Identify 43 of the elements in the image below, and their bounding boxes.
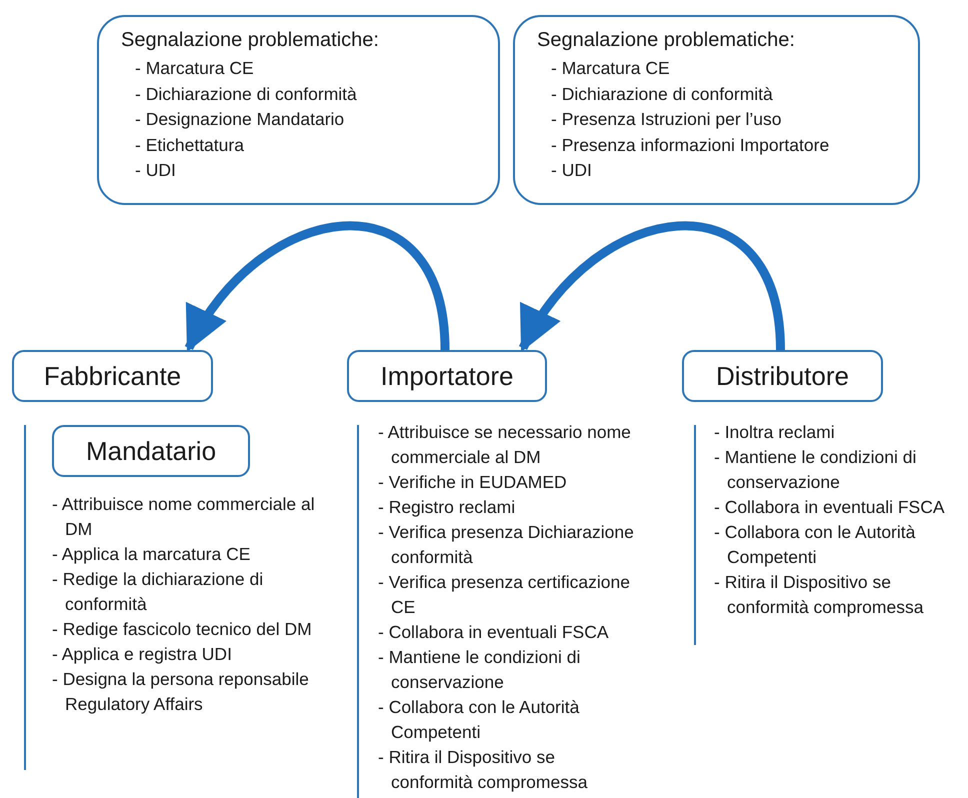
list-item: - Designa la persona reponsabile Regulatory Affairs (52, 668, 310, 716)
list-item: - Collabora in eventuali FSCA (378, 621, 610, 644)
list-item: - Marcatura CE (550, 57, 671, 80)
list-item: - Collabora in eventuali FSCA (714, 496, 946, 519)
list-item: - Verifica presenza Dichiarazione conformità (378, 521, 635, 569)
list-item: - Dichiarazione di conformità (134, 82, 358, 106)
role-box (682, 350, 883, 402)
list-item: - Ritira il Dispositivo se conformità compromessa (714, 571, 924, 619)
list-item: - Applica la marcatura CE (52, 543, 252, 566)
role-title: Distributore (716, 360, 849, 392)
list-item: - Presenza informazioni Importatore (550, 134, 830, 157)
list-item: - Ritira il Dispositivo se conformità compromessa (378, 746, 588, 794)
role-title: Importatore (380, 360, 514, 392)
role-title: Mandatario (86, 436, 216, 466)
list-item: - Collabora con le Autorità Competenti (714, 521, 916, 569)
list-item: - Verifica presenza certificazione CE (378, 571, 631, 619)
list-item: - Registro reclami (378, 496, 516, 519)
list-item: - Redige fascicolo tecnico del DM (52, 618, 313, 641)
list-item: - Applica e registra UDI (52, 643, 233, 666)
box-heading: Segnalazione problematiche: (121, 29, 380, 52)
list-item: - Attribuisce se necessario nome commerciale al DM (378, 421, 632, 469)
rounded-text-box (513, 15, 920, 205)
role-box (52, 425, 250, 477)
list-item: - UDI (550, 159, 593, 182)
role-box (12, 350, 213, 402)
list-item: - Presenza Istruzioni per l’uso (550, 108, 783, 131)
list-item: - Collabora con le Autorità Competenti (378, 696, 580, 744)
list-item: - Inoltra reclami (714, 421, 836, 444)
list-item: - Redige la dichiarazione di conformità (52, 568, 264, 616)
curved-arrow (184, 222, 450, 352)
list-item: - Mantiene le condizioni di conservazione (378, 646, 582, 694)
list-item: - Designazione Mandatario (134, 108, 346, 131)
box-heading: Segnalazione problematiche: (537, 29, 796, 52)
role-title: Fabbricante (44, 360, 182, 392)
list-item: - Mantiene le condizioni di conservazione (714, 446, 918, 494)
list-item: - UDI (134, 159, 177, 182)
list-item: - Attribuisce nome commerciale al DM (52, 493, 316, 541)
list-item: - Verifiche in EUDAMED (378, 471, 568, 494)
rounded-text-box (97, 15, 500, 205)
role-box (347, 350, 547, 402)
list-item: - Marcatura CE (134, 57, 255, 80)
list-item: - Etichettatura (134, 134, 245, 156)
list-item: - Dichiarazione di conformità (550, 82, 774, 106)
